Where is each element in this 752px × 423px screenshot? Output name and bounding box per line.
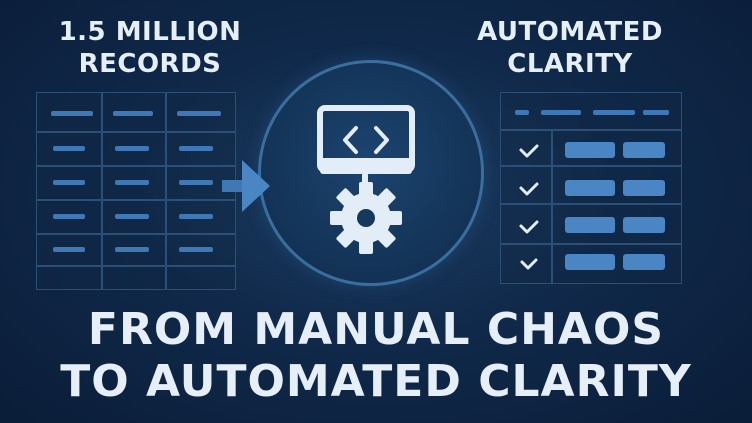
table-cell [623, 180, 665, 196]
title-line-1: FROM MANUAL CHAOS [87, 304, 665, 355]
table-cell [51, 111, 93, 116]
table-cell [53, 146, 85, 151]
table-divider [501, 165, 681, 167]
organized-records-table [500, 92, 682, 284]
gear-icon [330, 182, 402, 254]
table-cell [179, 247, 213, 252]
table-cell [115, 214, 149, 219]
arrow-right-icon [222, 160, 270, 212]
table-cell [179, 180, 213, 185]
checkmark-icon [519, 182, 539, 196]
table-cell [593, 110, 635, 115]
title-line-2: TO AUTOMATED CLARITY [60, 356, 692, 407]
right-heading-line-2: CLARITY [507, 49, 633, 79]
left-heading: 1.5 MILLION RECORDS [40, 16, 260, 80]
left-heading-line-1: 1.5 MILLION [58, 17, 242, 47]
table-cell [565, 217, 615, 233]
table-cell [115, 146, 149, 151]
table-divider [37, 165, 235, 167]
table-cell [565, 142, 615, 158]
table-cell [565, 254, 615, 270]
table-divider [37, 131, 235, 133]
table-cell [515, 110, 529, 115]
table-divider [37, 199, 235, 201]
checkmark-icon [520, 258, 538, 270]
table-cell [623, 254, 665, 270]
main-title: FROM MANUAL CHAOS TO AUTOMATED CLARITY [0, 304, 752, 408]
checkmark-icon [519, 220, 539, 234]
table-cell [541, 110, 581, 115]
table-cell [643, 110, 669, 115]
table-cell [53, 180, 85, 185]
table-divider [501, 203, 681, 205]
checkmark-icon [519, 144, 539, 158]
table-cell [53, 247, 85, 252]
code-monitor-icon [317, 105, 415, 184]
table-divider [101, 93, 103, 289]
table-divider [37, 233, 235, 235]
table-cell [115, 247, 149, 252]
table-divider [551, 129, 553, 283]
left-heading-line-2: RECORDS [78, 49, 222, 79]
table-divider [501, 129, 681, 131]
table-cell [177, 111, 221, 116]
table-divider [165, 93, 167, 289]
table-cell [623, 217, 665, 233]
table-divider [37, 265, 235, 267]
right-heading-line-1: AUTOMATED [477, 17, 663, 47]
table-cell [565, 180, 615, 196]
table-cell [623, 142, 665, 158]
right-heading: AUTOMATED CLARITY [470, 16, 670, 80]
table-cell [53, 214, 85, 219]
table-divider [501, 243, 681, 245]
table-cell [179, 214, 213, 219]
table-cell [115, 180, 149, 185]
table-cell [113, 111, 153, 116]
raw-records-table [36, 92, 236, 290]
table-cell [179, 146, 213, 151]
